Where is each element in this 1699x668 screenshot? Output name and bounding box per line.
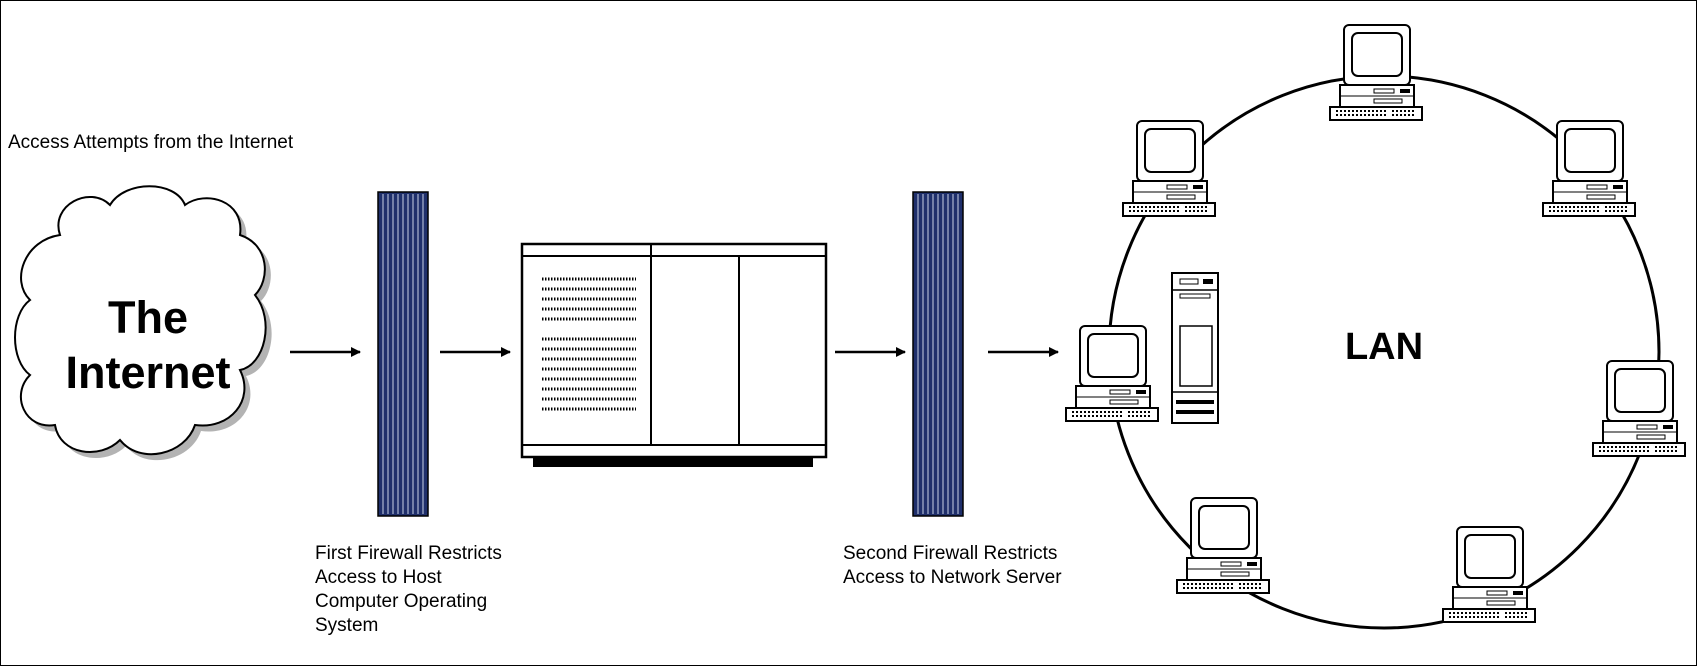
network-server-icon xyxy=(1171,272,1219,424)
internet-label: The Internet xyxy=(65,292,231,398)
second-firewall-icon xyxy=(912,191,964,517)
host-computer-icon xyxy=(520,242,828,467)
diagram-title: Access Attempts from the Internet xyxy=(8,132,294,153)
lan-computer-icon xyxy=(1122,120,1216,217)
lan-computer-icon xyxy=(1592,360,1686,457)
lan-computer-icon xyxy=(1329,24,1423,121)
lan-computer-icon xyxy=(1176,497,1270,594)
lan-computer-icon xyxy=(1442,526,1536,623)
lan-computer-icon xyxy=(1065,325,1159,422)
internet-cloud-icon xyxy=(14,185,272,461)
second-firewall-label: Second Firewall Restricts Access to Netw… xyxy=(843,543,1062,588)
first-firewall-label: First Firewall Restricts Access to Host … xyxy=(315,543,502,636)
lan-label: LAN xyxy=(1344,326,1424,368)
lan-computer-icon xyxy=(1542,120,1636,217)
first-firewall-icon xyxy=(377,191,429,517)
